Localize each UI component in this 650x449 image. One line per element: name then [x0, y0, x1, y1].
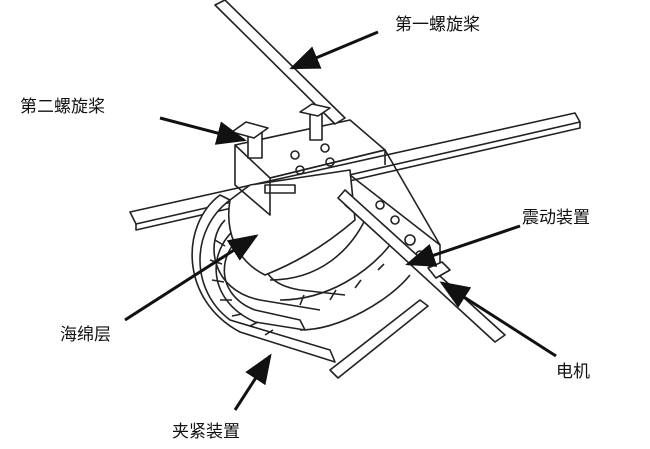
arrow-clamping-device: [233, 353, 272, 411]
label-first-propeller: 第一螺旋桨: [395, 15, 480, 35]
label-vibration-device: 震动装置: [522, 208, 590, 228]
arrow-second-propeller: [159, 116, 247, 145]
arrow-motor: [439, 281, 557, 358]
label-sponge-layer: 海绵层: [60, 325, 111, 345]
arrow-vibration-device: [405, 224, 521, 267]
label-motor: 电机: [556, 362, 590, 382]
arrow-first-propeller: [289, 30, 379, 70]
label-clamping-device: 夹紧装置: [172, 422, 240, 442]
arrow-sponge-layer: [124, 234, 259, 322]
label-second-propeller: 第二螺旋桨: [20, 97, 105, 117]
sponge-layer: [228, 169, 356, 276]
clamping-device: [191, 194, 429, 379]
